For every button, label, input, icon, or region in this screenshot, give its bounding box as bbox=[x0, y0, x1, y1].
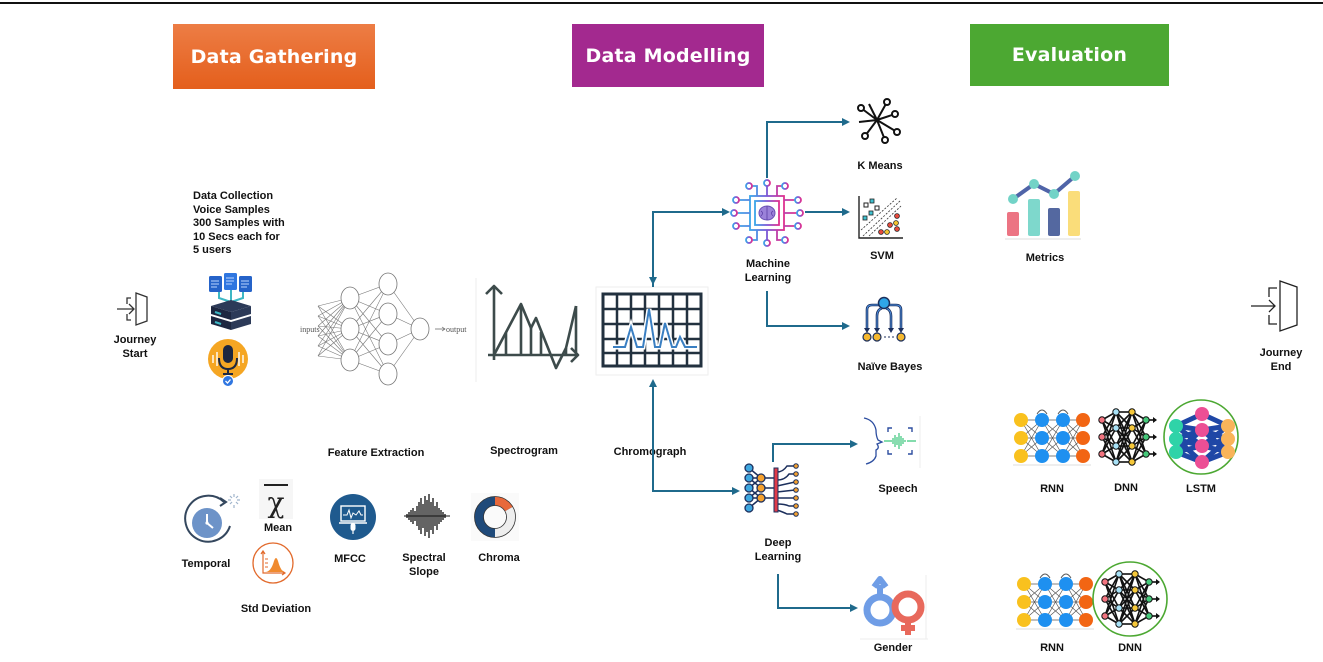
arrow-to-gender bbox=[777, 574, 858, 612]
arrow-to-speech bbox=[772, 440, 858, 462]
data-collection-line: Data Collection bbox=[193, 190, 274, 202]
machine-learning-line-1: Machine bbox=[745, 258, 790, 270]
microphone-badge-icon bbox=[208, 339, 248, 387]
arrow-to-naive-bayes bbox=[766, 291, 850, 330]
speech-icon bbox=[862, 416, 922, 468]
gender-dnn-label: DNN bbox=[1118, 642, 1142, 654]
metrics-chart-icon bbox=[1005, 171, 1081, 240]
deep-learning-network-icon bbox=[744, 463, 799, 517]
phase-data-gathering-label: Data Gathering bbox=[190, 45, 358, 68]
feature-extraction-label: Feature Extraction bbox=[327, 447, 425, 459]
speech-label: Speech bbox=[878, 483, 918, 495]
monitor-mic-icon bbox=[330, 494, 376, 540]
machine-learning-line-2: Learning bbox=[744, 272, 792, 284]
phase-data-gathering: Data Gathering bbox=[173, 24, 375, 89]
machine-learning-chip-icon bbox=[730, 179, 804, 247]
svm-label: SVM bbox=[870, 250, 894, 262]
neural-network-diagram: inputs output bbox=[300, 272, 467, 386]
waveform-icon bbox=[404, 494, 450, 538]
clock-icon bbox=[184, 494, 240, 543]
top-border-line bbox=[0, 2, 1323, 4]
feature-spectral-line-2: Slope bbox=[409, 566, 439, 578]
gender-label: Gender bbox=[873, 642, 913, 654]
speech-lstm-label: LSTM bbox=[1186, 483, 1216, 495]
x-bar-icon: χ bbox=[259, 479, 293, 519]
lstm-icon bbox=[1163, 399, 1239, 475]
deep-learning-line-1: Deep bbox=[764, 537, 792, 549]
data-collection-line: Voice Samples bbox=[193, 203, 270, 216]
journey-start-label: Journey Start bbox=[100, 333, 170, 361]
cluster-icon bbox=[857, 98, 901, 144]
spectrogram-label: Spectrogram bbox=[490, 445, 558, 457]
phase-evaluation: Evaluation bbox=[970, 24, 1169, 86]
donut-icon bbox=[471, 493, 519, 541]
rnn-icon bbox=[1016, 573, 1094, 630]
gender-rnn-label: RNN bbox=[1040, 642, 1064, 654]
journey-end-line-2: End bbox=[1270, 361, 1292, 373]
feature-spectral-slope-label: Spectral Slope bbox=[398, 551, 450, 579]
feature-chroma-label: Chroma bbox=[478, 552, 520, 564]
dnn-icon-highlighted bbox=[1092, 561, 1168, 637]
feature-mean-label: Mean bbox=[263, 522, 293, 534]
tree-icon bbox=[862, 296, 906, 342]
data-collection-line: 10 Secs each for bbox=[193, 230, 280, 243]
feature-std-deviation-label: Std Deviation bbox=[240, 603, 312, 615]
speech-rnn-label: RNN bbox=[1040, 483, 1064, 495]
phase-data-modelling: Data Modelling bbox=[572, 24, 764, 87]
phase-data-modelling-label: Data Modelling bbox=[585, 44, 751, 67]
chromograph-icon bbox=[595, 286, 709, 376]
arrow-to-machine-learning bbox=[652, 208, 730, 287]
journey-start-icon bbox=[117, 292, 148, 326]
gender-icon bbox=[860, 575, 928, 640]
speech-dnn-label: DNN bbox=[1114, 482, 1138, 494]
kmeans-label: K Means bbox=[857, 160, 903, 172]
journey-end-line-1: Journey bbox=[1259, 347, 1303, 359]
journey-end-label: Journey End bbox=[1246, 346, 1316, 374]
server-documents-icon bbox=[209, 273, 252, 330]
svg-text:χ: χ bbox=[268, 486, 285, 519]
scatter-svm-icon bbox=[858, 196, 903, 239]
dnn-icon bbox=[1098, 408, 1157, 466]
spectrogram-icon bbox=[475, 278, 580, 382]
journey-end-icon bbox=[1251, 280, 1298, 332]
journey-start-line-1: Journey bbox=[113, 334, 157, 346]
nn-output-label: output bbox=[446, 325, 467, 334]
distribution-icon bbox=[252, 542, 294, 584]
rnn-icon bbox=[1013, 409, 1091, 466]
feature-mfcc-label: MFCC bbox=[334, 553, 366, 565]
arrow-to-deep-learning bbox=[652, 391, 740, 495]
data-collection-description: Data Collection Voice Samples 300 Sample… bbox=[193, 190, 285, 258]
metrics-label: Metrics bbox=[1025, 252, 1065, 264]
naive-bayes-label: Naïve Bayes bbox=[857, 361, 923, 373]
chromograph-label: Chromograph bbox=[613, 446, 687, 458]
nn-inputs-label: inputs bbox=[300, 325, 320, 334]
arrow-to-kmeans bbox=[766, 118, 850, 178]
deep-learning-line-2: Learning bbox=[754, 551, 802, 563]
data-collection-line: 300 Samples with bbox=[193, 217, 285, 229]
feature-spectral-line-1: Spectral bbox=[402, 552, 446, 564]
journey-start-line-2: Start bbox=[122, 348, 148, 360]
deep-learning-label: Deep Learning bbox=[740, 536, 816, 564]
feature-temporal-label: Temporal bbox=[181, 558, 231, 570]
data-collection-line: 5 users bbox=[193, 244, 232, 256]
machine-learning-label: Machine Learning bbox=[730, 257, 806, 285]
phase-evaluation-label: Evaluation bbox=[1011, 44, 1128, 66]
